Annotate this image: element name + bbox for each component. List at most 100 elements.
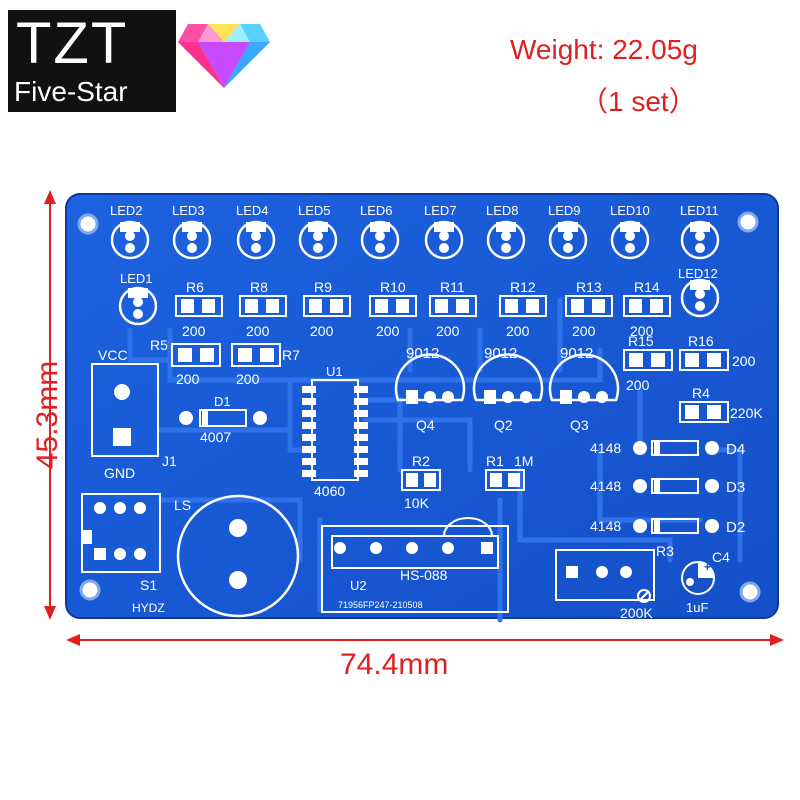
r3-ref: R3 bbox=[656, 543, 674, 559]
r1-footprint: R1 1M bbox=[485, 453, 533, 491]
transistor-part: 9012 bbox=[406, 345, 439, 362]
resistor-value: 200 bbox=[506, 323, 530, 339]
led-label: LED9 bbox=[548, 203, 581, 218]
r2-ref: R2 bbox=[412, 453, 430, 469]
r16-ref: R16 bbox=[688, 333, 714, 349]
ic-pin bbox=[302, 446, 316, 453]
diode-ref: D4 bbox=[726, 441, 745, 458]
ic-pin bbox=[354, 458, 368, 465]
led-footprint: LED9 bbox=[548, 203, 588, 260]
r15-value: 200 bbox=[626, 377, 650, 393]
resistor-ref: R13 bbox=[576, 279, 602, 295]
led12-footprint: LED12 bbox=[678, 266, 720, 318]
ls-label: LS bbox=[174, 497, 191, 513]
resistor-value: 200 bbox=[376, 323, 400, 339]
resistor-value: 200 bbox=[572, 323, 596, 339]
ic-pin bbox=[302, 470, 316, 477]
u2-module: U2 HS-088 71956FP247-210508 bbox=[321, 517, 509, 613]
ic-pin bbox=[302, 398, 316, 405]
j1-connector: VCC GND J1 bbox=[91, 347, 177, 481]
diode-ref: D2 bbox=[726, 519, 745, 536]
resistor-ref: R12 bbox=[510, 279, 536, 295]
r7-footprint: R7 200 bbox=[231, 343, 300, 387]
s1-label: S1 bbox=[140, 577, 157, 593]
u1-ic: U1 4060 bbox=[302, 364, 368, 499]
led-footprint: LED4 bbox=[236, 203, 276, 260]
diamond-icon bbox=[178, 24, 270, 88]
r4-value: 220K bbox=[730, 405, 763, 421]
resistor-footprint: R13 200 bbox=[565, 279, 613, 339]
transistor-ref: Q3 bbox=[570, 417, 589, 433]
c4-capacitor: + C4 1uF bbox=[681, 549, 730, 615]
ic-pin bbox=[354, 434, 368, 441]
resistor-ref: R14 bbox=[634, 279, 660, 295]
ic-pin bbox=[354, 446, 368, 453]
vcc-label: VCC bbox=[98, 347, 128, 363]
u2-code: 71956FP247-210508 bbox=[338, 600, 423, 610]
ic-pin bbox=[302, 458, 316, 465]
led-label: LED3 bbox=[172, 203, 205, 218]
resistor-value: 200 bbox=[630, 323, 654, 339]
led-label: LED11 bbox=[680, 203, 719, 218]
ic-pin bbox=[302, 410, 316, 417]
r5-footprint: R5 200 bbox=[150, 337, 221, 387]
u2-ref: U2 bbox=[350, 578, 367, 593]
r3-value: 200K bbox=[620, 605, 653, 621]
s1-switch: S1 HYDZ bbox=[81, 493, 165, 615]
diode-part: 4148 bbox=[590, 518, 621, 534]
j1-label: J1 bbox=[162, 453, 177, 469]
led-footprint: LED11 bbox=[680, 203, 720, 260]
led-footprint: LED7 bbox=[424, 203, 464, 260]
ic-pin bbox=[302, 386, 316, 393]
r15-ref: R15 bbox=[628, 333, 654, 349]
r3-potentiometer: R3 200K bbox=[555, 543, 674, 621]
led-footprint: LED5 bbox=[298, 203, 338, 260]
ic-pin bbox=[354, 470, 368, 477]
svg-text:+: + bbox=[704, 560, 711, 574]
led-label: LED10 bbox=[610, 203, 650, 218]
brand-tagline: Five-Star bbox=[14, 76, 128, 107]
r7-ref: R7 bbox=[282, 347, 300, 363]
led-footprint: LED2 bbox=[110, 203, 150, 260]
r4-footprint: R4 220K bbox=[679, 385, 763, 423]
diode-ref: D3 bbox=[726, 479, 745, 496]
set-label: （1 set） bbox=[580, 86, 697, 117]
led-label: LED5 bbox=[298, 203, 331, 218]
resistor-ref: R6 bbox=[186, 279, 204, 295]
brand-name: TZT bbox=[16, 11, 129, 76]
resistor-value: 200 bbox=[436, 323, 460, 339]
led-label: LED6 bbox=[360, 203, 393, 218]
r1-value: 1M bbox=[514, 453, 533, 469]
ic-pin bbox=[302, 422, 316, 429]
u1-ref: U1 bbox=[326, 364, 343, 379]
ic-pin bbox=[354, 386, 368, 393]
r2-footprint: R2 10K bbox=[401, 453, 441, 511]
transistor-ref: Q4 bbox=[416, 417, 435, 433]
u1-value: 4060 bbox=[314, 483, 345, 499]
ic-pin bbox=[354, 398, 368, 405]
r5-ref: R5 bbox=[150, 337, 168, 353]
gnd-label: GND bbox=[104, 465, 135, 481]
u2-value: HS-088 bbox=[400, 567, 448, 583]
r7-value: 200 bbox=[236, 371, 260, 387]
r5-value: 200 bbox=[176, 371, 200, 387]
led-label: LED2 bbox=[110, 203, 143, 218]
led-label: LED7 bbox=[424, 203, 457, 218]
resistor-ref: R8 bbox=[250, 279, 268, 295]
diode-footprint: 4148 D2 bbox=[590, 518, 745, 536]
led-footprint: LED10 bbox=[610, 203, 650, 260]
